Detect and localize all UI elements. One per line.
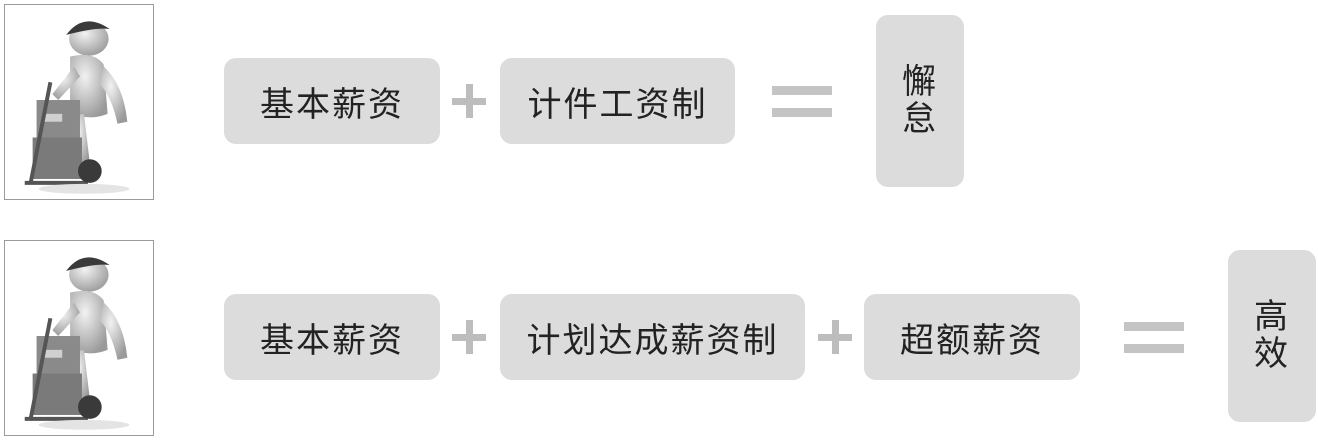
term-excess-pay: 超额薪资 <box>864 294 1080 380</box>
delivery-worker-hand-truck-icon <box>5 241 153 435</box>
delivery-worker-image-2 <box>4 240 154 436</box>
equals-icon <box>772 86 832 118</box>
plus-icon <box>452 320 486 354</box>
delivery-worker-hand-truck-icon <box>5 5 153 199</box>
plus-icon <box>452 84 486 118</box>
result-slack: 懈 怠 <box>876 15 964 187</box>
equals-icon <box>1124 322 1184 354</box>
result-char: 怠 <box>902 101 938 138</box>
result-char: 高 <box>1254 299 1290 336</box>
term-piecework-wage: 计件工资制 <box>500 58 735 144</box>
term-basic-salary: 基本薪资 <box>224 294 440 380</box>
term-target-achievement-pay: 计划达成薪资制 <box>500 294 805 380</box>
result-efficient: 高 效 <box>1228 250 1316 422</box>
term-basic-salary: 基本薪资 <box>224 58 440 144</box>
result-char: 效 <box>1254 336 1290 373</box>
result-char: 懈 <box>902 64 938 101</box>
plus-icon <box>818 320 852 354</box>
delivery-worker-image-1 <box>4 4 154 200</box>
